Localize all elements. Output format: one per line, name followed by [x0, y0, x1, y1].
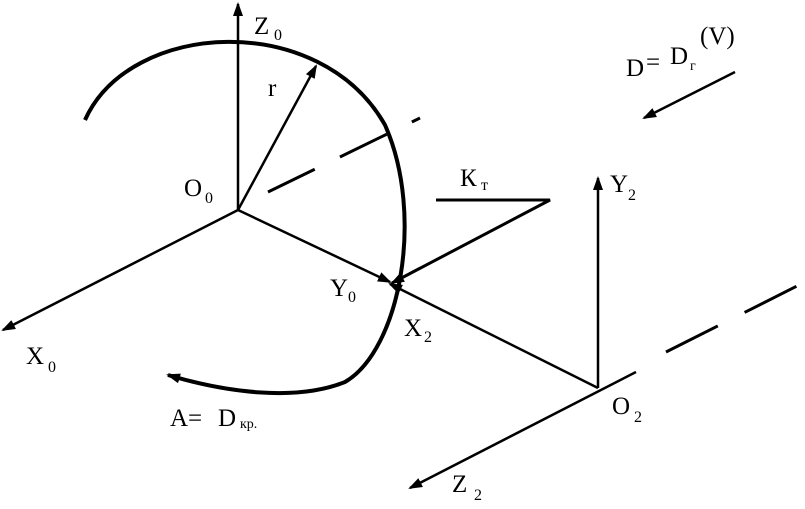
svg-text:=: = [646, 49, 660, 76]
svg-text:O: O [612, 393, 630, 420]
label-z2: Z 2 [452, 471, 482, 504]
label-z0: Z 0 [254, 13, 282, 44]
x0-axis [1, 208, 239, 332]
svg-text:2: 2 [424, 329, 432, 346]
label-kt: К т [460, 165, 488, 194]
label-o0: O 0 [184, 175, 213, 207]
svg-text:2: 2 [628, 187, 636, 204]
svg-text:D: D [626, 55, 644, 82]
label-o2: O 2 [612, 393, 642, 426]
label-d-equation: D = D г (V) [626, 23, 735, 82]
label-y0: Y 0 [330, 275, 356, 306]
svg-text:г: г [690, 59, 696, 74]
z2-axis [408, 370, 637, 490]
o2-dashed-axis [665, 280, 805, 354]
svg-text:т: т [481, 177, 488, 194]
radius-r-line [236, 64, 318, 211]
svg-text:2: 2 [474, 487, 482, 504]
svg-text:0: 0 [48, 359, 56, 376]
svg-text:A=: A= [170, 405, 202, 432]
o0-to-y0-arrow [237, 208, 392, 284]
x2-axis [388, 282, 599, 390]
flow-arrow [642, 70, 736, 120]
svg-text:Y: Y [610, 171, 628, 198]
label-y2: Y 2 [610, 171, 636, 204]
svg-text:Z: Z [452, 471, 467, 498]
kt-arrowhead [390, 266, 421, 285]
svg-text:0: 0 [205, 190, 213, 207]
label-x2: X 2 [404, 315, 432, 346]
svg-text:D: D [670, 43, 688, 70]
svg-text:0: 0 [348, 289, 356, 306]
rotation-arc [83, 39, 407, 395]
svg-text:К: К [460, 165, 477, 192]
svg-text:X: X [404, 315, 422, 342]
svg-text:r: r [268, 75, 277, 102]
svg-text:Z: Z [254, 13, 269, 40]
label-a-equation: A= D кр. [170, 405, 257, 432]
svg-text:0: 0 [274, 27, 282, 44]
kt-force-line [391, 198, 551, 285]
svg-text:кр.: кр. [240, 417, 257, 432]
o0-dashed-axis [267, 116, 421, 194]
svg-text:Y: Y [330, 275, 348, 302]
svg-text:D: D [218, 405, 236, 432]
svg-text:(V): (V) [700, 23, 735, 50]
svg-text:X: X [26, 343, 44, 370]
label-x0: X 0 [26, 343, 56, 376]
svg-text:O: O [184, 175, 202, 202]
svg-text:2: 2 [634, 409, 642, 426]
label-r: r [268, 75, 277, 102]
